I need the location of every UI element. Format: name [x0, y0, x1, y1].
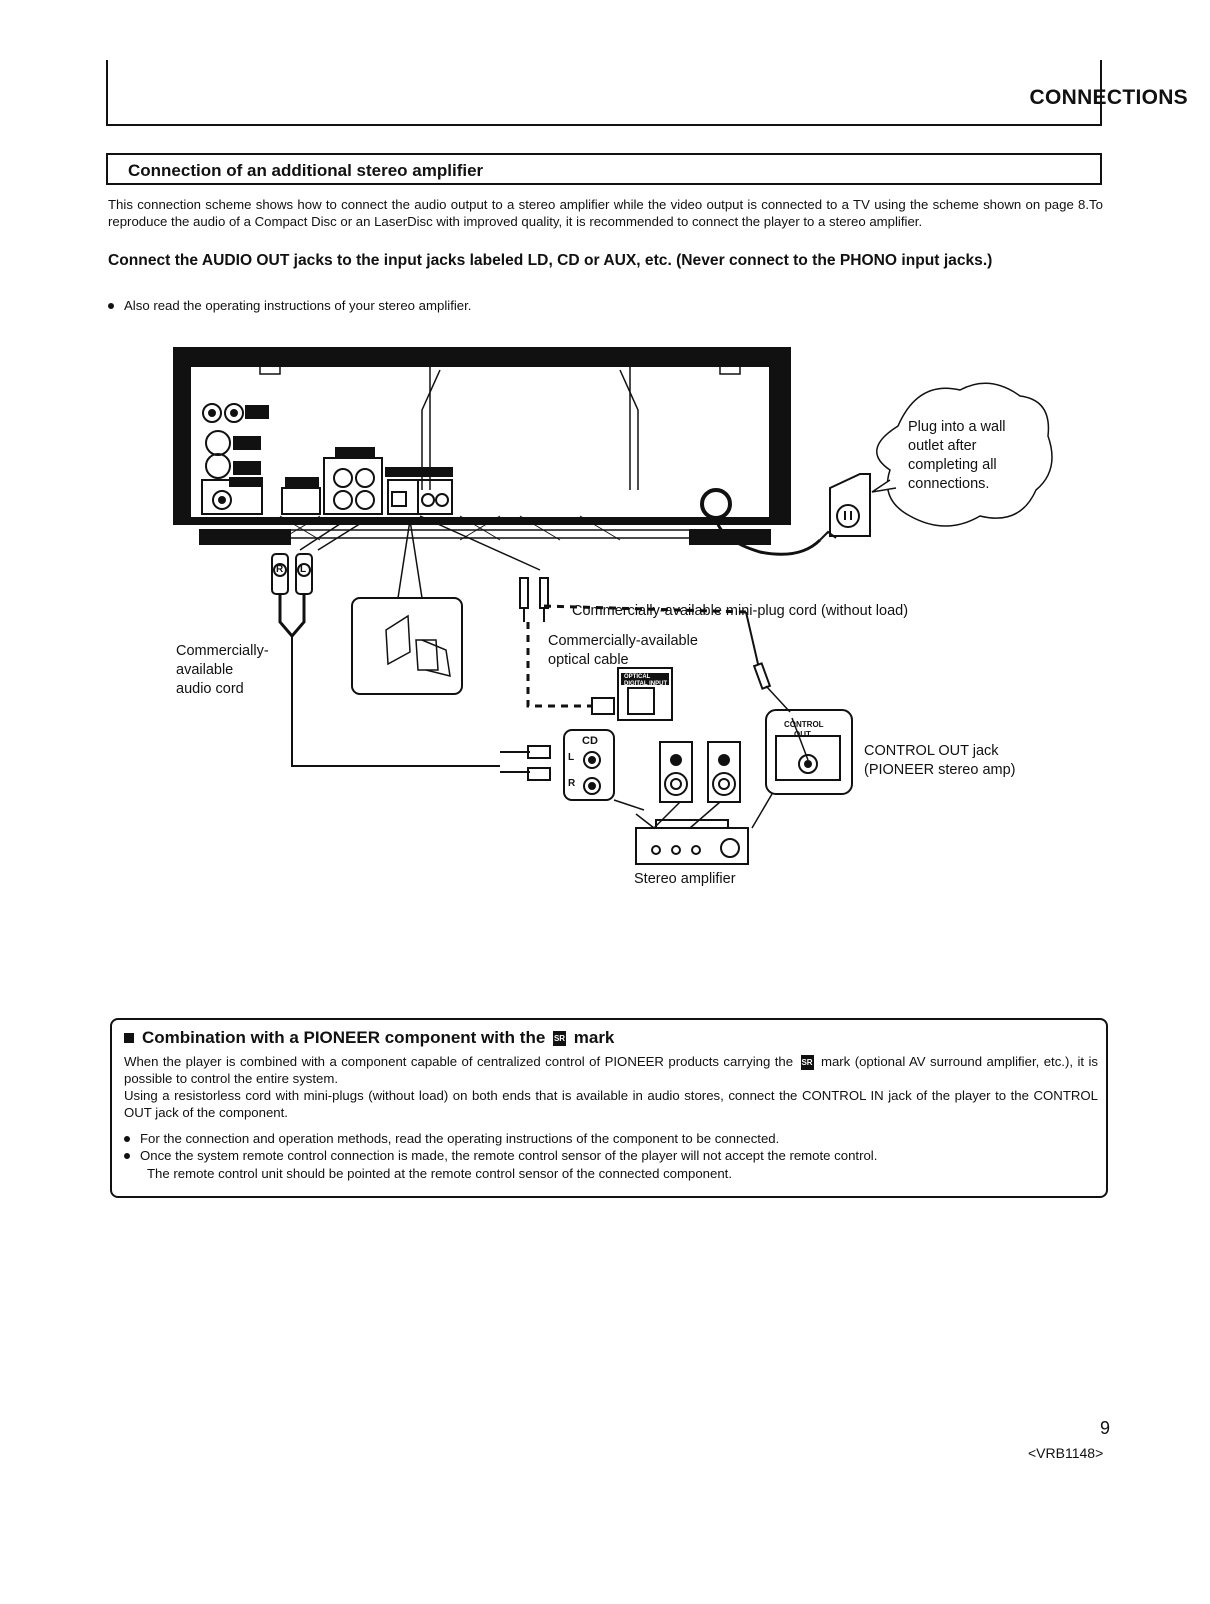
audio-cord-line: Commercially- [176, 643, 269, 659]
cd-jack-label: CD [582, 735, 598, 747]
optical-digital-input-label: OPTICAL DIGITAL INPUT [624, 674, 667, 688]
plug-r-label: R [276, 564, 284, 575]
optical-cable-line: Commercially-available [548, 633, 698, 649]
combination-bullet-text: For the connection and operation methods… [140, 1131, 780, 1146]
bullet-dot [124, 1152, 130, 1159]
connection-diagram [173, 347, 1053, 865]
control-out-jack-line: (PIONEER stereo amp) [864, 762, 1016, 778]
warning-paragraph: Connect the AUDIO OUT jacks to the input… [108, 252, 993, 269]
square-bullet-icon [124, 1033, 134, 1043]
control-out-small-label: CONTROL OUT [784, 720, 824, 740]
combination-bullet: Once the system remote control connectio… [124, 1147, 877, 1164]
audio-cord-line: available [176, 662, 234, 678]
audio-cord-label: Commercially- available audio cord [176, 642, 269, 699]
wall-plug-note-line: Plug into a wall [908, 419, 1006, 435]
l-jack-label: L [568, 752, 575, 763]
combination-title: Combination with a PIONEER component wit… [124, 1028, 614, 1048]
combination-bullet: For the connection and operation methods… [124, 1130, 779, 1147]
bullet-item: Also read the operating instructions of … [108, 297, 471, 314]
bullet-dot [108, 302, 114, 309]
control-out-small-line: OUT [794, 730, 811, 739]
r-jack-label: R [568, 778, 576, 789]
control-out-jack-label: CONTROL OUT jack (PIONEER stereo amp) [864, 742, 1016, 780]
combination-title-suffix: mark [573, 1028, 615, 1047]
wall-plug-note: Plug into a wall outlet after completing… [908, 418, 1006, 494]
header-frame [106, 60, 1102, 126]
combination-body: When the player is combined with a compo… [124, 1053, 1098, 1121]
bullet-text: Also read the operating instructions of … [124, 298, 472, 313]
section-title: Connection of an additional stereo ampli… [128, 161, 484, 180]
control-out-small-line: CONTROL [784, 720, 824, 729]
stereo-amplifier-label: Stereo amplifier [634, 871, 736, 887]
wall-plug-note-line: outlet after [908, 438, 977, 454]
wall-plug-note-line: connections. [908, 476, 990, 492]
section-title-frame [106, 153, 1102, 185]
combination-frame [110, 1018, 1108, 1198]
mini-plug-cord-label: Commercially-available mini-plug cord (w… [572, 603, 909, 619]
combination-para1: When the player is combined with a compo… [124, 1054, 794, 1069]
combination-para2: Using a resistorless cord with mini-plug… [124, 1088, 1098, 1121]
plug-l-label: L [300, 564, 307, 575]
audio-cord-line: audio cord [176, 681, 244, 697]
page-number: 9 [1100, 1418, 1111, 1438]
combination-bullet-text: Once the system remote control connectio… [140, 1148, 878, 1163]
control-out-jack-line: CONTROL OUT jack [864, 743, 999, 759]
combination-bullet-continued: The remote control unit should be pointe… [147, 1166, 733, 1181]
intro-paragraph: This connection scheme shows how to conn… [108, 197, 1103, 229]
combination-title-text: Combination with a PIONEER component wit… [142, 1028, 546, 1047]
combination-para1-end: mark (optional AV surround amplifier, et… [124, 1054, 1098, 1087]
page-title: CONNECTIONS [1029, 86, 1188, 109]
bullet-dot [124, 1135, 130, 1142]
sr-mark-icon: SR [553, 1031, 567, 1047]
document-code: <VRB1148> [1028, 1445, 1104, 1461]
sr-mark-icon: SR [800, 1055, 814, 1071]
optical-digital-input-line: OPTICAL [624, 674, 651, 680]
stereo-amplifier-graphic [635, 827, 749, 865]
optical-cable-label: Commercially-available optical cable [548, 632, 698, 670]
optical-digital-input-line: DIGITAL INPUT [624, 681, 668, 687]
wall-plug-note-line: completing all [908, 457, 997, 473]
optical-cable-line: optical cable [548, 652, 629, 668]
